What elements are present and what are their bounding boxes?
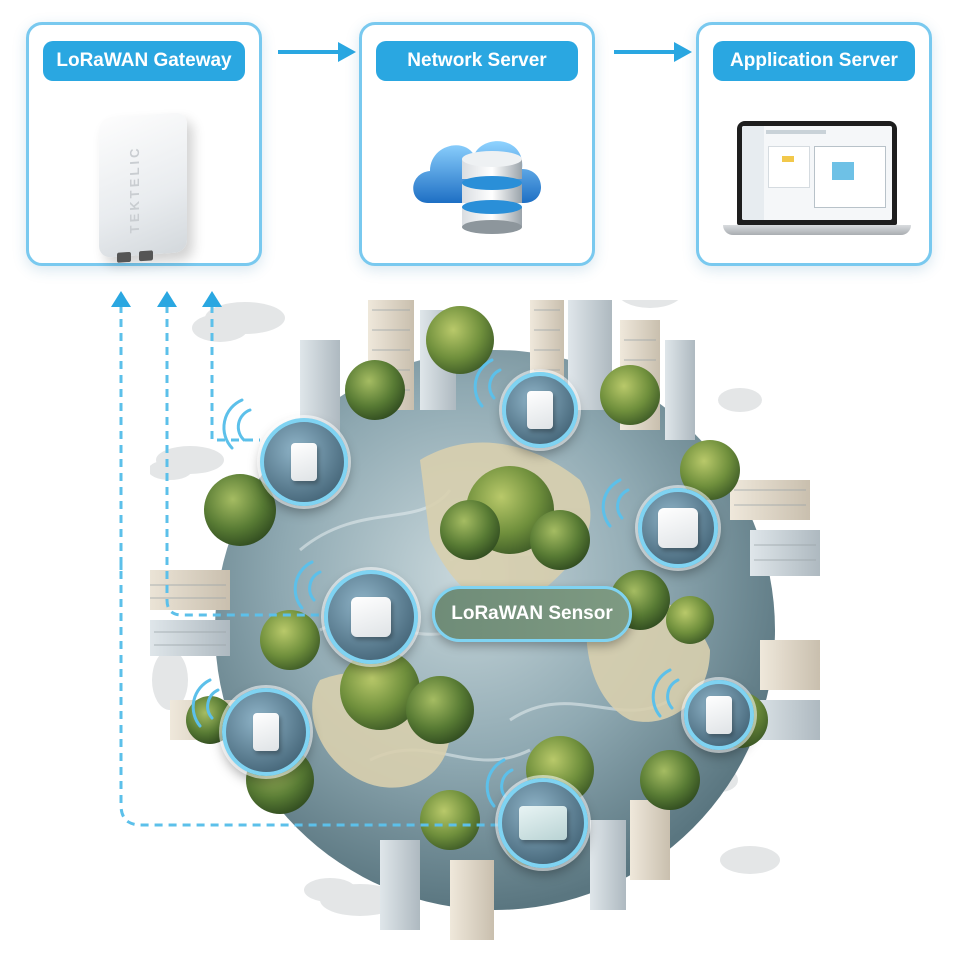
city-globe-illustration (150, 300, 820, 940)
wifi-signal-icon (601, 478, 630, 528)
cloud-database-icon (413, 141, 542, 234)
wifi-signal-icon (191, 678, 220, 728)
uplink-line-right (210, 305, 260, 442)
sensor-device-icon (498, 778, 588, 868)
wifi-signal-icon (473, 358, 502, 408)
uplink-line-left (119, 305, 500, 827)
sensor-device-icon (260, 418, 348, 506)
sensor-device-icon (324, 570, 418, 664)
gateway-title: LoRaWAN Gateway (43, 41, 245, 81)
sensor-device-icon (222, 688, 310, 776)
sensor-device-icon (638, 488, 718, 568)
gateway-panel: LoRaWAN Gateway TEKTELIC (26, 22, 262, 266)
wifi-signal-icon (293, 560, 322, 610)
network-server-panel: Network Server (359, 22, 595, 266)
trees (186, 306, 768, 866)
laptop-base (723, 225, 911, 235)
wifi-signal-icon (651, 668, 680, 718)
uplink-line-middle (165, 305, 330, 617)
arrow-network-to-application (614, 42, 692, 62)
uplink-arrow-middle (157, 291, 177, 307)
wifi-signal-icon (222, 398, 252, 450)
sensor-device-icon (502, 372, 578, 448)
dashboard-screenshot (742, 126, 892, 220)
application-server-title: Application Server (713, 41, 915, 81)
arrow-gateway-to-network (278, 42, 356, 62)
application-server-panel: Application Server (696, 22, 932, 266)
uplink-arrow-left (111, 291, 131, 307)
sensor-label: LoRaWAN Sensor (432, 586, 632, 642)
uplink-arrow-right (202, 291, 222, 307)
network-server-title: Network Server (376, 41, 578, 81)
sensor-device-icon (684, 680, 754, 750)
laptop-icon (737, 121, 897, 225)
wifi-signal-icon (485, 758, 514, 808)
